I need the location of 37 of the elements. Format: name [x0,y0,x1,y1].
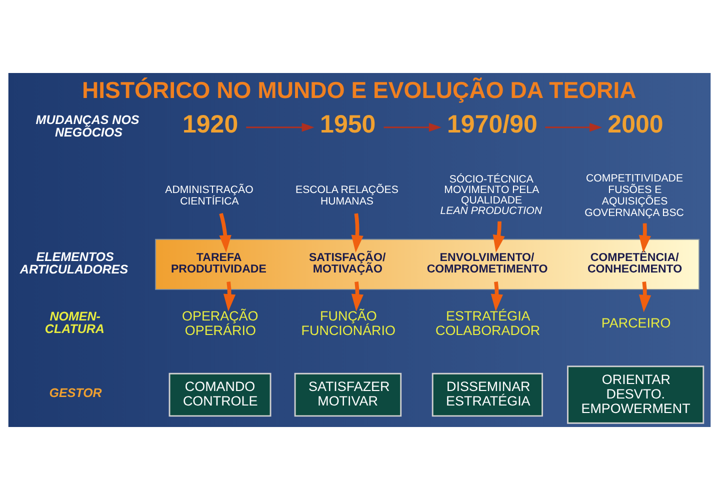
arrow [545,122,602,132]
node-text: 1950 [320,110,376,138]
node-box: COMANDO CONTROLE [168,372,272,417]
node-text: TAREFA PRODUTIVIDADE [170,252,266,276]
arrow [223,282,236,312]
arrow [219,212,232,253]
arrow [490,282,503,312]
node-text: 1970/90 [447,110,538,138]
node-text: 2000 [608,110,664,138]
node-text: COMPETÊNCIA/ CONHECIMENTO [587,252,682,276]
node-text: PARCEIRO [601,316,671,331]
arrow [246,122,314,132]
label: NOMEN- CLATURA [44,310,104,336]
label: MUDANÇAS NOS NEGÓCIOS [36,112,140,140]
node-box: DISSEMINAR ESTRATÉGIA [432,372,543,417]
arrow [351,282,364,312]
cluster [155,238,700,290]
node-box: SATISFAZER MOTIVAR [294,372,402,417]
label: GESTOR [49,386,102,400]
arrow [638,282,652,312]
arrow [492,221,505,253]
arrow [351,213,364,253]
node-text: 1920 [182,110,238,138]
arrow [384,122,442,132]
node-text: COMPETITIVIDADE FUSÕES E AQUISIÇÕES GOVERNANÇA BSC [584,172,684,220]
node-text: ENVOLVIMENTO/ COMPROMETIMENTO [426,252,548,276]
arrow [638,223,651,253]
node-text: SATISFAÇÃO/ MOTIVAÇÃO [308,252,386,276]
diagram-title: HISTÓRICO NO MUNDO E EVOLUÇÃO DA TEORIA [82,77,636,104]
node-text: ESCOLA RELAÇÕES HUMANAS [296,184,398,208]
node-text: SÓCIO-TÉCNICA MOVIMENTO PELA QUALIDADE LEAN PRODUCTION [440,173,542,218]
node-text: ESTRATÉGIA COLABORADOR [435,308,540,338]
node-box: ORIENTAR DESVTO. EMPOWERMENT [567,366,704,424]
label: ELEMENTOS ARTICULADORES [20,250,128,276]
node-text: ADMINISTRAÇÃO CIENTÍFICA [165,184,254,208]
node-text: OPERAÇÃO OPERÁRIO [182,308,258,338]
node-text: FUNÇÃO FUNCIONÁRIO [301,308,396,338]
